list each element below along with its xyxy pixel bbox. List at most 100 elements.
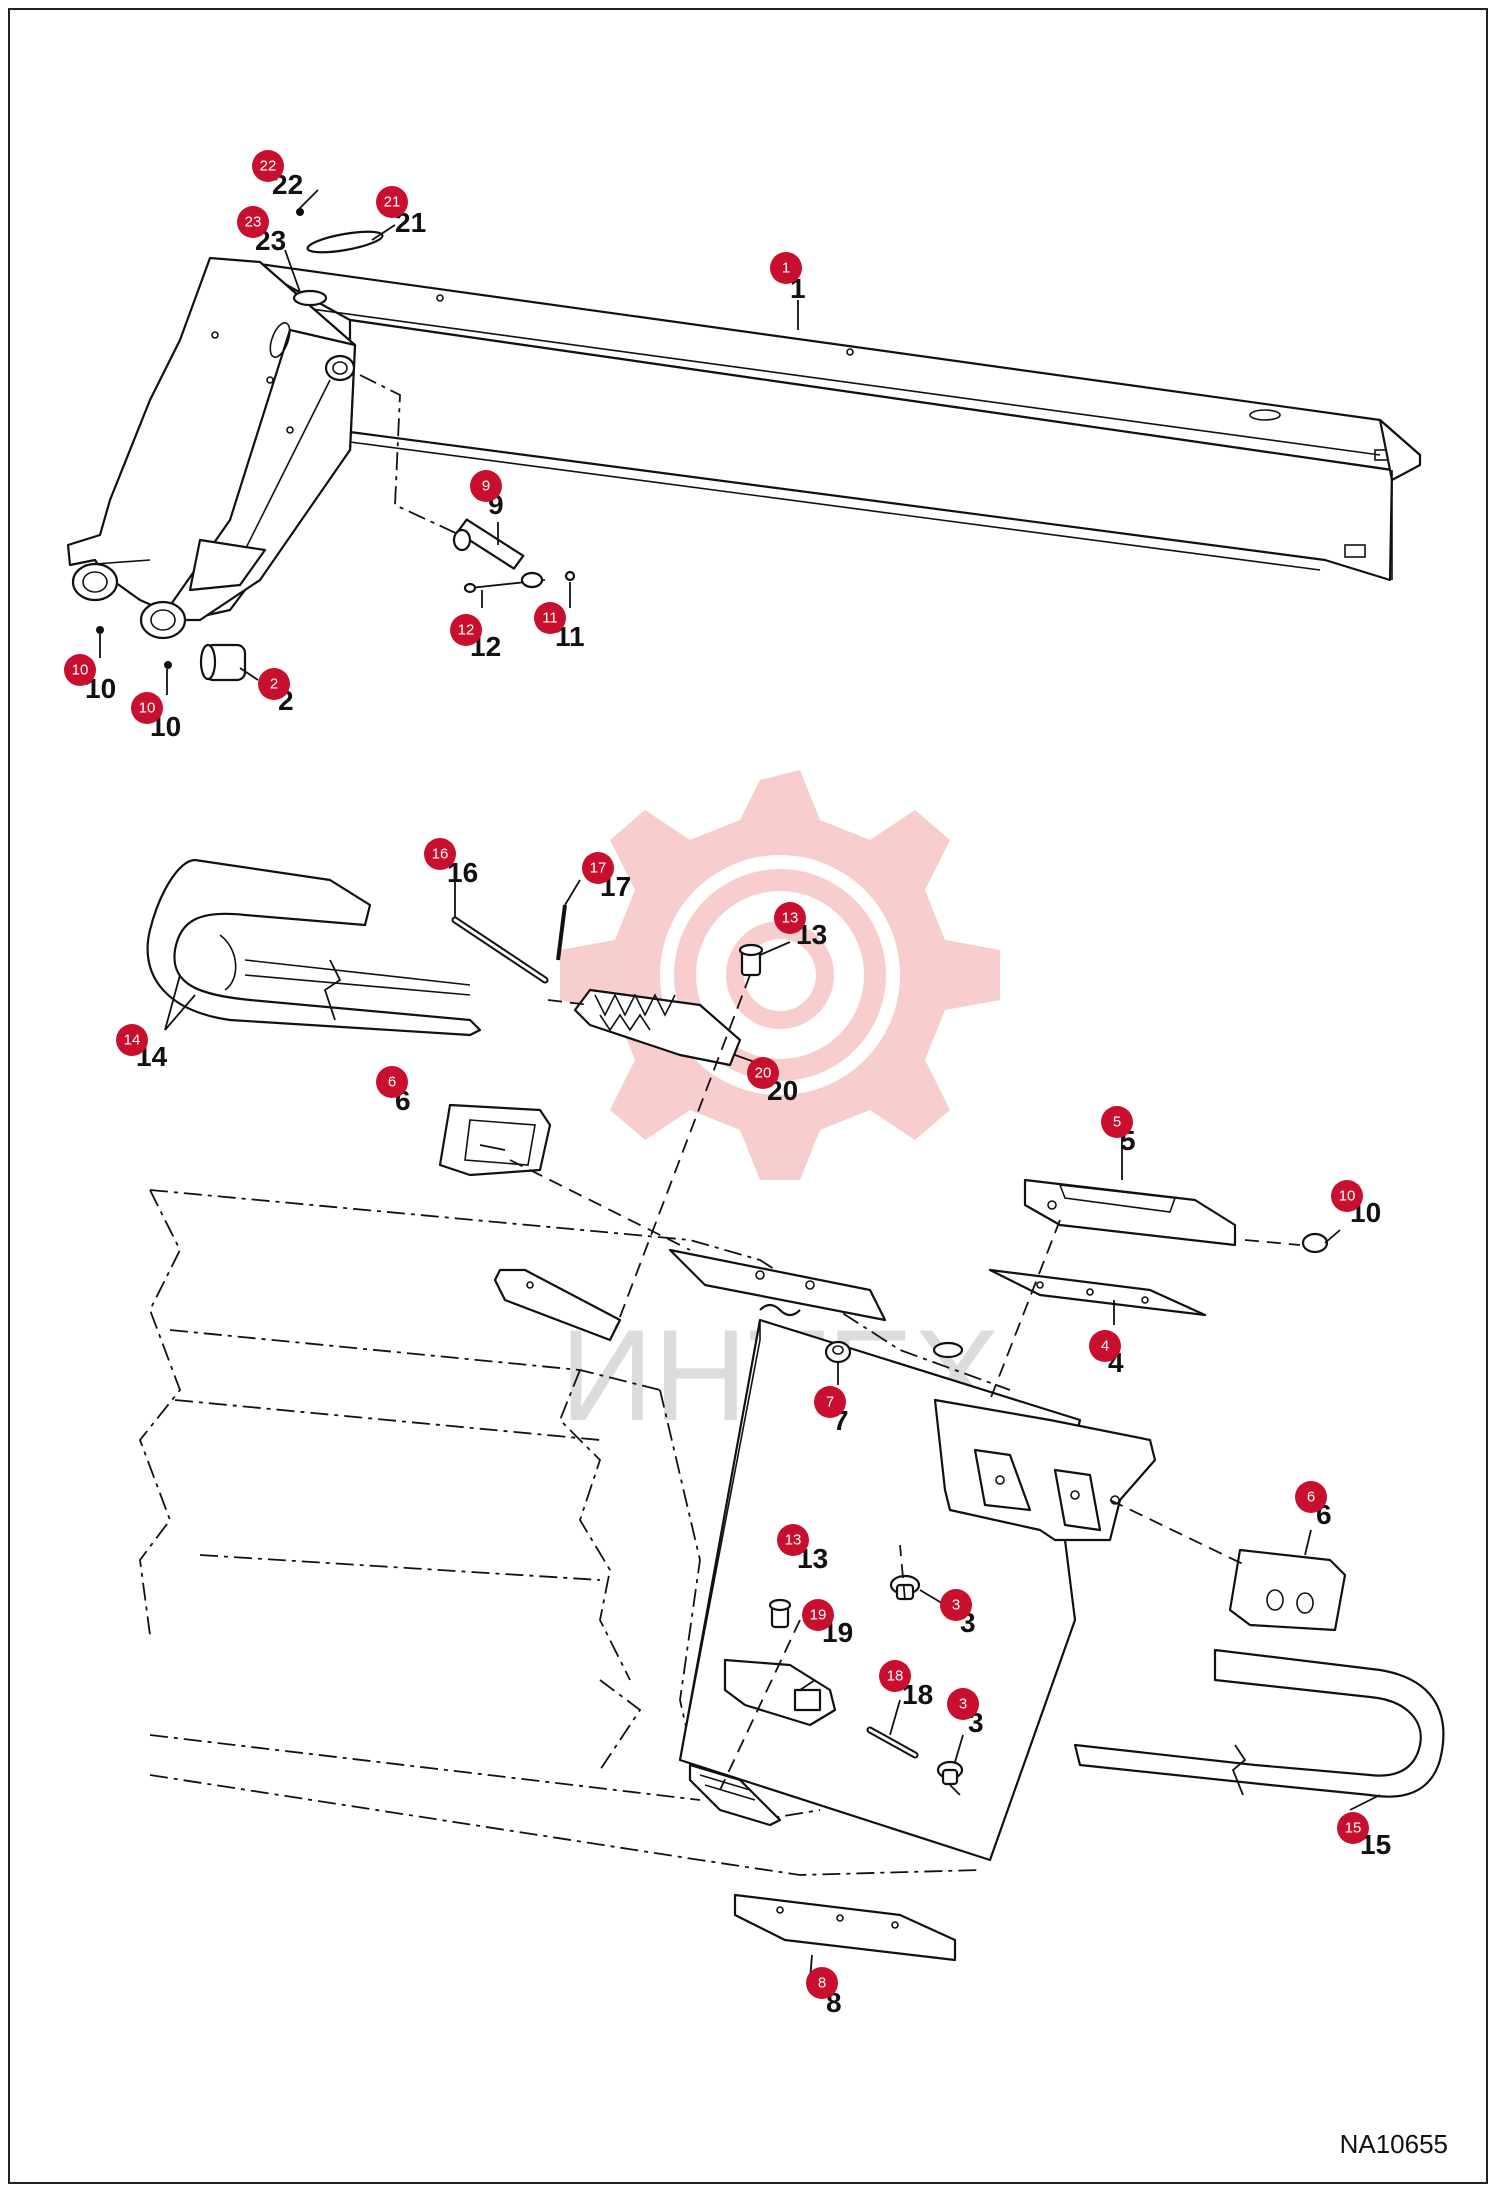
slider-pad bbox=[688, 1763, 782, 1827]
bolt-3-lower bbox=[936, 1760, 964, 1786]
watermark-gear bbox=[560, 770, 1000, 1180]
callout-badge bbox=[1331, 1180, 1363, 1212]
callout-c4: 44 bbox=[1089, 1330, 1124, 1378]
callout-badge bbox=[747, 1057, 779, 1089]
callout-c9: 99 bbox=[470, 470, 504, 520]
callout-badge-label: 3 bbox=[952, 1597, 960, 1614]
callout-badge bbox=[237, 206, 269, 238]
callout-leaders bbox=[99, 189, 1381, 1981]
rod-16 bbox=[451, 916, 549, 984]
callout-badge-label: 13 bbox=[782, 910, 799, 927]
callout-badge-label: 11 bbox=[542, 610, 558, 627]
callout-c1: 11 bbox=[770, 252, 806, 304]
callout-badge bbox=[534, 602, 566, 634]
callout-badge-label: 5 bbox=[1113, 1114, 1121, 1131]
callout-badge bbox=[64, 654, 96, 686]
callout-c6b: 66 bbox=[1295, 1481, 1332, 1530]
callout-badge-label: 6 bbox=[388, 1074, 396, 1091]
callout-badge bbox=[1089, 1330, 1121, 1362]
callout-badge bbox=[940, 1589, 972, 1621]
slotted-bracket bbox=[933, 1398, 1157, 1542]
callout-badge bbox=[1337, 1812, 1369, 1844]
callout-badge-label: 21 bbox=[384, 194, 401, 211]
bolt-13-lower bbox=[768, 1598, 792, 1629]
callout-badge-label: 18 bbox=[887, 1668, 904, 1685]
track-frame-outline bbox=[138, 1189, 1011, 1876]
bolt-10-right bbox=[1301, 1232, 1329, 1254]
adjuster-19 bbox=[723, 1658, 837, 1727]
callout-badge-label: 19 bbox=[810, 1607, 827, 1624]
callout-badge-label: 10 bbox=[72, 662, 89, 679]
track-shoe-15 bbox=[1073, 1648, 1445, 1798]
callout-badge bbox=[802, 1599, 834, 1631]
callout-c3a: 33 bbox=[940, 1589, 976, 1638]
callout-badge-label: 7 bbox=[826, 1394, 834, 1411]
callout-badge bbox=[774, 902, 806, 934]
callout-badge bbox=[1101, 1106, 1133, 1138]
diagram-frame bbox=[8, 8, 1488, 2184]
block-6-upper bbox=[438, 1103, 552, 1177]
callout-badge-label: 12 bbox=[458, 622, 475, 639]
callout-c5: 55 bbox=[1101, 1106, 1136, 1156]
callout-badge-label: 10 bbox=[1339, 1188, 1356, 1205]
washer-11 bbox=[520, 570, 576, 589]
callout-badge-label: 6 bbox=[1307, 1489, 1315, 1506]
callout-badge-label: 23 bbox=[245, 214, 262, 231]
callout-badge-label: 16 bbox=[432, 846, 449, 863]
callout-badge-label: 9 bbox=[482, 478, 490, 495]
callout-badge bbox=[582, 852, 614, 884]
callout-badge bbox=[806, 1967, 838, 1999]
wear-pad-5 bbox=[1023, 1178, 1237, 1247]
callout-badge-label: 15 bbox=[1345, 1820, 1362, 1837]
small-bracket bbox=[493, 1268, 622, 1342]
callout-badge bbox=[131, 692, 163, 724]
adjuster-20 bbox=[573, 988, 742, 1067]
callout-badge bbox=[376, 186, 408, 218]
callout-badge bbox=[424, 838, 456, 870]
callout-badge-label: 3 bbox=[959, 1696, 967, 1713]
top-plate bbox=[668, 1248, 964, 1359]
pin-9 bbox=[452, 518, 525, 570]
callout-badge bbox=[947, 1688, 979, 1720]
callout-badge-label: 17 bbox=[590, 860, 607, 877]
callout-badge-label: 10 bbox=[139, 700, 156, 717]
callout-badge-label: 2 bbox=[270, 676, 278, 693]
callout-badge bbox=[376, 1066, 408, 1098]
callout-c3b: 33 bbox=[947, 1688, 984, 1738]
boom-arm bbox=[66, 256, 1422, 640]
bushing-2 bbox=[199, 643, 247, 682]
track-shoe-14 bbox=[146, 858, 482, 1037]
plug-21 bbox=[306, 230, 384, 254]
callout-badge bbox=[770, 252, 802, 284]
callout-badge-label: 20 bbox=[755, 1065, 772, 1082]
screw-7 bbox=[824, 1340, 852, 1364]
callout-badge bbox=[814, 1386, 846, 1418]
pin-17 bbox=[556, 904, 567, 961]
callout-badge-label: 1 bbox=[782, 260, 790, 277]
callout-badge-label: 13 bbox=[785, 1532, 802, 1549]
callout-c8: 88 bbox=[806, 1967, 842, 2018]
callout-badge bbox=[252, 150, 284, 182]
callout-badge bbox=[258, 668, 290, 700]
callout-c7: 77 bbox=[814, 1386, 849, 1436]
callout-c6a: 66 bbox=[376, 1066, 411, 1116]
wear-pad-8 bbox=[733, 1893, 957, 1962]
callout-badge bbox=[1295, 1481, 1327, 1513]
callout-c2: 22 bbox=[258, 668, 294, 716]
